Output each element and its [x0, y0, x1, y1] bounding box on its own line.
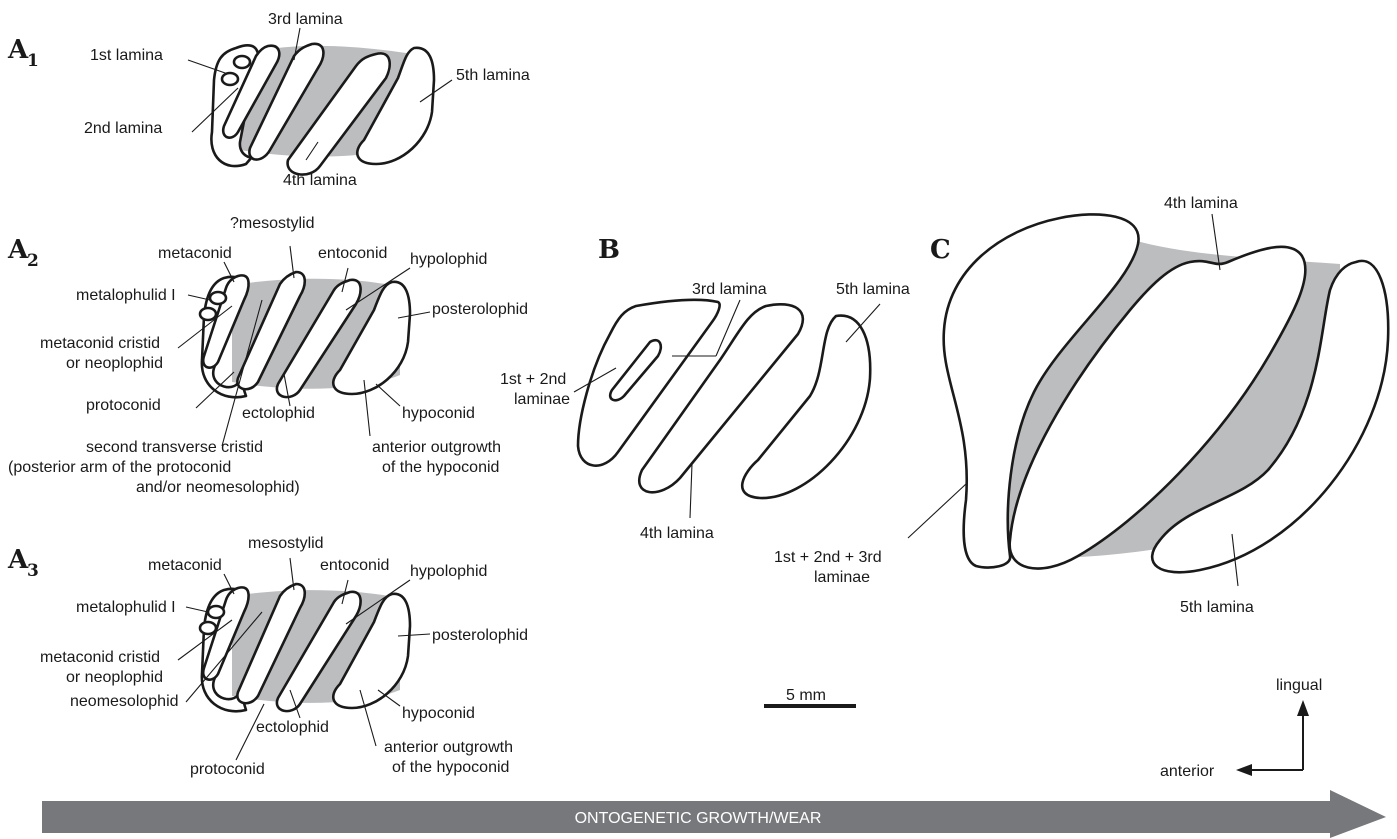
tooth-a2 [200, 272, 410, 397]
leader-b-l4 [690, 464, 692, 518]
label-a1-3rd-lamina: 3rd lamina [268, 11, 343, 28]
label-b-12-2: laminae [514, 391, 570, 408]
label-c-123-1: 1st + 2nd + 3rd [774, 549, 882, 566]
label-a1-2nd-lamina: 2nd lamina [84, 120, 162, 137]
label-a3-posterolophid: posterolophid [432, 627, 528, 644]
label-a1-1st-lamina: 1st lamina [90, 47, 163, 64]
label-c-4th-lamina: 4th lamina [1164, 195, 1238, 212]
label-a2-entoconid: entoconid [318, 245, 387, 262]
label-a2-cristid-2: or neoplophid [66, 355, 163, 372]
label-a3-cristid-1: metaconid cristid [40, 649, 160, 666]
label-a3-cristid-2: or neoplophid [66, 669, 163, 686]
scale-bar: 5 mm [764, 687, 856, 708]
lingual-arrowhead-icon [1297, 700, 1309, 716]
label-b-5th-lamina: 5th lamina [836, 281, 910, 298]
label-a3-hypoconid: hypoconid [402, 705, 475, 722]
label-a2-metaconid: metaconid [158, 245, 232, 262]
label-a2-hypolophid: hypolophid [410, 251, 487, 268]
label-a2-second-1: second transverse cristid [86, 439, 263, 456]
label-a2-posterolophid: posterolophid [432, 301, 528, 318]
tooth-c [944, 214, 1389, 572]
scale-bar-line [764, 704, 856, 708]
label-a2-metalophulid: metalophulid I [76, 287, 176, 304]
label-b-12-1: 1st + 2nd [500, 371, 566, 388]
label-a3-mesostylid: mesostylid [248, 535, 324, 552]
panel-b: B 3rd lamina 5th lamina 1st + 2nd lamina… [500, 235, 910, 542]
label-a2-outgrowth-1: anterior outgrowth [372, 439, 501, 456]
label-c-123-2: laminae [814, 569, 870, 586]
label-a3-outgrowth-2: of the hypoconid [392, 759, 509, 776]
label-a3-hypolophid: hypolophid [410, 563, 487, 580]
label-a1-5th-lamina: 5th lamina [456, 67, 530, 84]
growth-wear-arrow: ONTOGENETIC GROWTH/WEAR [42, 790, 1386, 838]
label-a2-hypoconid: hypoconid [402, 405, 475, 422]
panel-a3-letter: A [7, 545, 29, 575]
tooth-b [578, 300, 870, 498]
panel-a3-subscript: 3 [27, 561, 39, 581]
label-a3-metalophulid: metalophulid I [76, 599, 176, 616]
enamel-islet-1 [234, 56, 250, 68]
leader-a3-metalophulid [186, 607, 208, 612]
panel-a1-subscript: 1 [27, 51, 39, 71]
enamel-islet-2 [222, 73, 238, 85]
panel-c-letter: C [930, 235, 951, 265]
panel-a2: A 2 ?mesostylid metaconid entoconid hypo… [7, 215, 528, 496]
label-a3-entoconid: entoconid [320, 557, 389, 574]
panel-a2-subscript: 2 [27, 251, 39, 271]
anterior-arrowhead-icon [1236, 764, 1252, 776]
label-b-4th-lamina: 4th lamina [640, 525, 714, 542]
label-a3-outgrowth-1: anterior outgrowth [384, 739, 513, 756]
enamel-islet-a2-1 [210, 292, 226, 304]
panel-c: C 4th lamina 1st + 2nd + 3rd laminae 5th… [774, 195, 1388, 616]
growth-arrow-label: ONTOGENETIC GROWTH/WEAR [575, 810, 822, 827]
label-a2-protoconid: protoconid [86, 397, 161, 414]
label-a2-ectolophid: ectolophid [242, 405, 315, 422]
label-a2-second-3: and/or neomesolophid) [136, 479, 300, 496]
leader-a2-hypoconid [376, 384, 400, 406]
label-a2-mesostylid: ?mesostylid [230, 215, 314, 232]
panel-b-letter: B [598, 235, 620, 265]
label-a3-metaconid: metaconid [148, 557, 222, 574]
label-a3-neomesolophid: neomesolophid [70, 693, 179, 710]
panel-a1-letter: A [7, 35, 29, 65]
label-c-5th-lamina: 5th lamina [1180, 599, 1254, 616]
scale-bar-label: 5 mm [786, 687, 826, 704]
enamel-islet-a3-2 [200, 622, 216, 634]
leader-c-l123 [908, 484, 966, 538]
panel-a1: A 1 1st lamina 2nd lamina 3rd lamina 4th… [7, 11, 530, 189]
label-a2-outgrowth-2: of the hypoconid [382, 459, 499, 476]
label-a2-second-2: (posterior arm of the protoconid [8, 459, 231, 476]
orientation-lingual-label: lingual [1276, 677, 1322, 694]
label-a2-cristid-1: metaconid cristid [40, 335, 160, 352]
orientation-anterior-label: anterior [1160, 763, 1215, 780]
panel-a2-letter: A [7, 235, 29, 265]
label-a3-ectolophid: ectolophid [256, 719, 329, 736]
label-b-3rd-lamina: 3rd lamina [692, 281, 767, 298]
enamel-islet-a3-1 [208, 606, 224, 618]
enamel-islet-a2-2 [200, 308, 216, 320]
panel-a3: A 3 mesostylid metaconid entoconid hypol… [7, 535, 528, 778]
label-a3-protoconid: protoconid [190, 761, 265, 778]
label-a1-4th-lamina: 4th lamina [283, 172, 357, 189]
tooth-a1 [211, 44, 434, 175]
orientation-indicator: lingual anterior [1160, 677, 1322, 780]
